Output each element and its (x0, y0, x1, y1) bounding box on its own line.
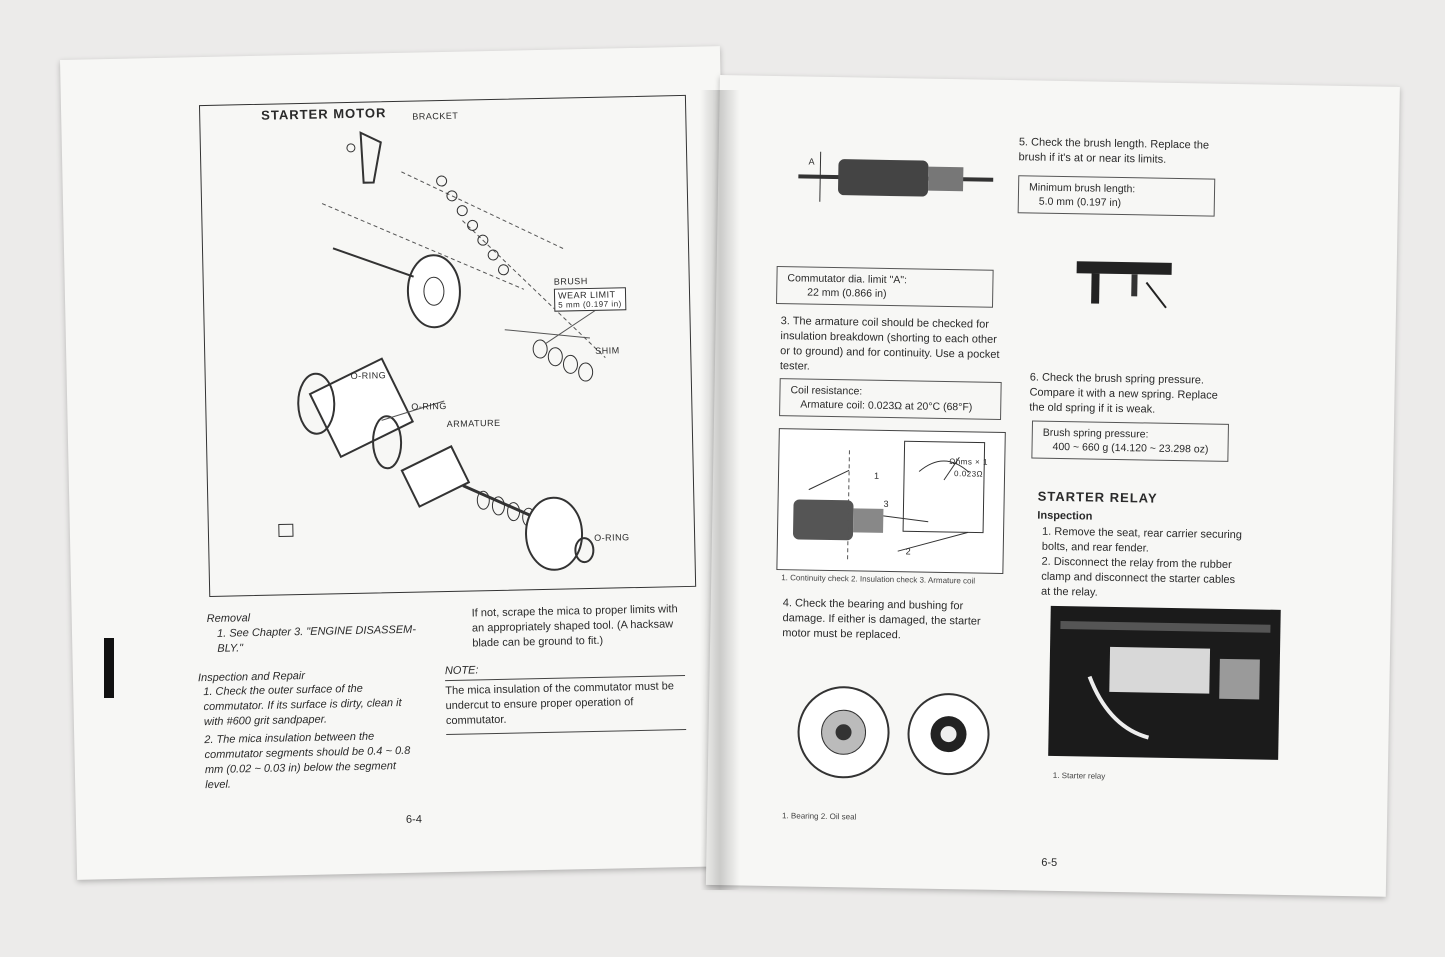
relay-step-2: 2. Disconnect the relay from the rubber … (1040, 555, 1236, 599)
note-text: The mica insulation of the commutator mu… (445, 680, 675, 728)
bearing-photos (788, 676, 1000, 790)
starter-motor-exploded-view (278, 131, 606, 571)
coil-resistance-box: Coil resistance: Armature coil: 0.023Ω a… (779, 378, 1002, 420)
label-armature: ARMATURE (446, 417, 501, 429)
page-number-right: 6-5 (1041, 856, 1058, 870)
bearing-caption: 1. Bearing 2. Oil seal (782, 811, 857, 822)
inspection-step-2: 2. The mica insulation between the commu… (204, 730, 411, 792)
caliper-drawing (1076, 261, 1172, 309)
relay-caption: 1. Starter relay (1052, 770, 1106, 781)
commutator-box-line2: 22 mm (0.866 in) (807, 286, 887, 300)
removal-step-1: 1. See Chapter 3. "ENGINE DISASSEM-BLY." (216, 623, 417, 655)
label-wear-limit-value: 5 mm (0.197 in) (558, 299, 622, 310)
page-edge-tab (104, 638, 114, 698)
removal-heading: Removal (206, 612, 251, 626)
label-bracket: BRACKET (412, 110, 459, 122)
label-o-ring-1: O-RING (350, 370, 387, 381)
dimension-a-label: A (808, 156, 816, 167)
right-page: A Commutator dia. limit "A": 22 mm (0.86… (705, 75, 1400, 897)
callout-2: 2 (905, 546, 912, 557)
page-number-left: 6-4 (405, 813, 423, 826)
armature-drawing (798, 151, 994, 202)
label-o-ring-2: O-RING (411, 400, 447, 412)
spring-box-line2: 400 ~ 660 g (14.120 ~ 23.298 oz) (1052, 440, 1209, 456)
commutator-limit-box: Commutator dia. limit "A": 22 mm (0.866 … (776, 266, 994, 308)
meter-range: Ωhms × 1 (949, 457, 989, 467)
scrape-text: If not, scrape the mica to proper limits… (471, 603, 678, 650)
relay-photo-drawing (1060, 621, 1271, 740)
step-3: 3. The armature coil should be checked f… (779, 315, 1000, 373)
book-gutter (700, 90, 740, 890)
callout-3: 3 (883, 498, 890, 510)
starter-relay-title: STARTER RELAY (1037, 488, 1158, 506)
exploded-diagram: BRACKET BRUSH WEAR LIMIT 5 mm (0.197 in)… (198, 94, 697, 597)
note-heading: NOTE: (444, 664, 479, 678)
bearing-drawings (797, 686, 990, 779)
label-shim: SHIM (595, 345, 620, 356)
starter-relay-photo (1048, 605, 1281, 760)
meter-value: 0.023Ω (953, 469, 984, 479)
brush-length-box: Minimum brush length: 5.0 mm (0.197 in) (1017, 175, 1216, 217)
coil-test-diagram: Ωhms × 1 0.023Ω 1 2 3 (776, 428, 1006, 575)
step-5: 5. Check the brush length. Replace the b… (1018, 136, 1210, 166)
callout-1: 1 (873, 470, 880, 481)
brush-box-line2: 5.0 mm (0.197 in) (1038, 195, 1122, 210)
left-page: STARTER MOTOR (60, 46, 738, 880)
label-o-ring-3: O-RING (594, 532, 630, 543)
brush-measure-photo (1071, 236, 1182, 318)
note-bottom-rule (446, 729, 687, 736)
label-brush: BRUSH (553, 275, 588, 287)
wear-limit-box: WEAR LIMIT 5 mm (0.197 in) (553, 287, 626, 312)
coil-caption: 1. Continuity check 2. Insulation check … (781, 573, 976, 586)
manual-spread: STARTER MOTOR (60, 46, 1405, 897)
tester-wiring (793, 440, 986, 561)
coil-box-line2: Armature coil: 0.023Ω at 20°C (68°F) (800, 398, 973, 414)
step-6: 6. Check the brush spring pressure. Comp… (1029, 371, 1218, 416)
inspection-step-1: 1. Check the outer surface of the commut… (203, 682, 402, 729)
relay-inspection-heading: Inspection (1037, 509, 1093, 523)
step-4: 4. Check the bearing and bushing for dam… (782, 597, 981, 642)
relay-step-1: 1. Remove the seat, rear carrier securin… (1041, 525, 1243, 555)
spring-pressure-box: Brush spring pressure: 400 ~ 660 g (14.1… (1031, 420, 1229, 462)
armature-figure: A (798, 146, 999, 209)
